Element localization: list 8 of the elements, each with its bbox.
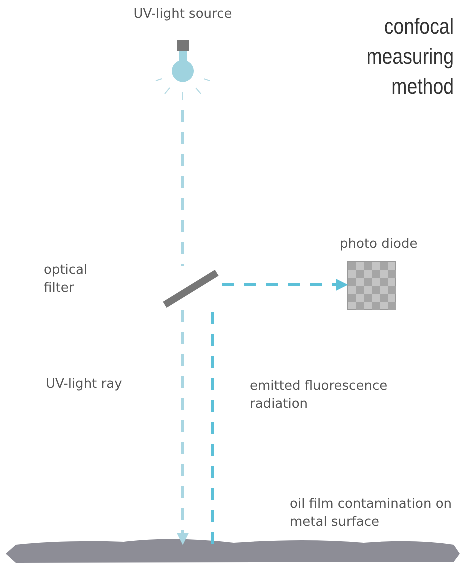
title: confocal measuring method bbox=[366, 13, 454, 101]
arrow bbox=[177, 310, 189, 546]
node-label: oil film contamination on metal surface bbox=[290, 496, 454, 532]
node-label: optical filter bbox=[44, 262, 89, 298]
arrow bbox=[222, 279, 348, 291]
edge-label: UV-light ray bbox=[46, 376, 122, 394]
node-label: UV-light source bbox=[132, 6, 234, 24]
node-label: photo diode bbox=[340, 236, 419, 254]
